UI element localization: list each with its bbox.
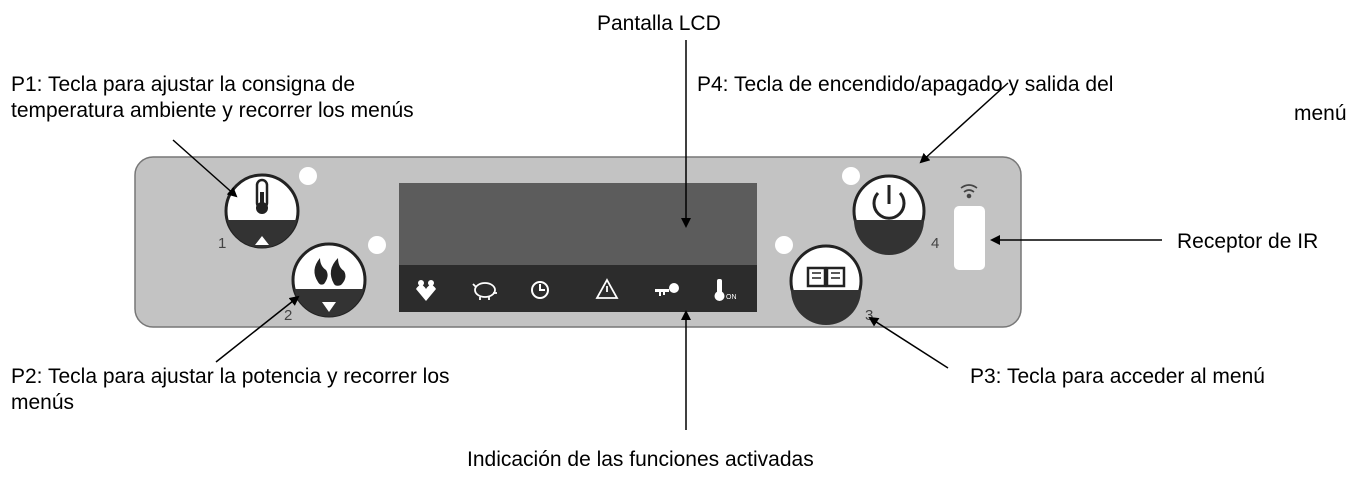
label-p3: P3: Tecla para acceder al menú [970, 365, 1265, 388]
warning-icon [595, 278, 619, 299]
lcd-screen [399, 183, 757, 265]
key-icon [655, 283, 679, 296]
p4-onoff-button[interactable] [852, 174, 926, 255]
label-ir: Receptor de IR [1177, 230, 1319, 253]
thermometer-on-icon: ON [714, 279, 737, 301]
key-number-1: 1 [218, 235, 226, 252]
led-1 [299, 167, 317, 185]
lcd-function-strip [399, 265, 757, 312]
label-p1-line2: temperatura ambiente y recorrer los menú… [11, 99, 414, 122]
led-3 [775, 236, 793, 254]
thermometer-icon [255, 178, 269, 214]
p3-menu-button[interactable] [789, 244, 863, 325]
p1-temperature-button[interactable] [224, 173, 300, 249]
key-number-2: 2 [284, 307, 292, 324]
book-icon [806, 266, 846, 288]
clock-icon [531, 281, 549, 299]
label-p1-line1: P1: Tecla para ajustar la consigna de [11, 73, 355, 96]
key-number-4: 4 [931, 235, 939, 252]
ir-receiver-window [954, 206, 985, 270]
svg-text:ON: ON [726, 294, 737, 301]
key-number-3: 3 [865, 307, 873, 324]
label-p4-line2: menú [1294, 102, 1347, 125]
label-p2-line2: menús [11, 391, 75, 414]
led-4 [842, 167, 860, 185]
wifi-icon [960, 184, 978, 199]
flame-icon [314, 258, 346, 286]
label-p4-line1: P4: Tecla de encendido/apagado y salida … [697, 73, 1114, 96]
piggy-bank-icon [472, 282, 497, 300]
power-icon [872, 185, 906, 220]
led-2 [368, 236, 386, 254]
hands-icon [416, 280, 436, 301]
label-lcd: Pantalla LCD [597, 12, 721, 35]
label-functions: Indicación de las funciones activadas [467, 448, 814, 471]
p2-power-button[interactable] [291, 242, 367, 318]
label-p2-line1: P2: Tecla para ajustar la potencia y rec… [11, 365, 450, 388]
